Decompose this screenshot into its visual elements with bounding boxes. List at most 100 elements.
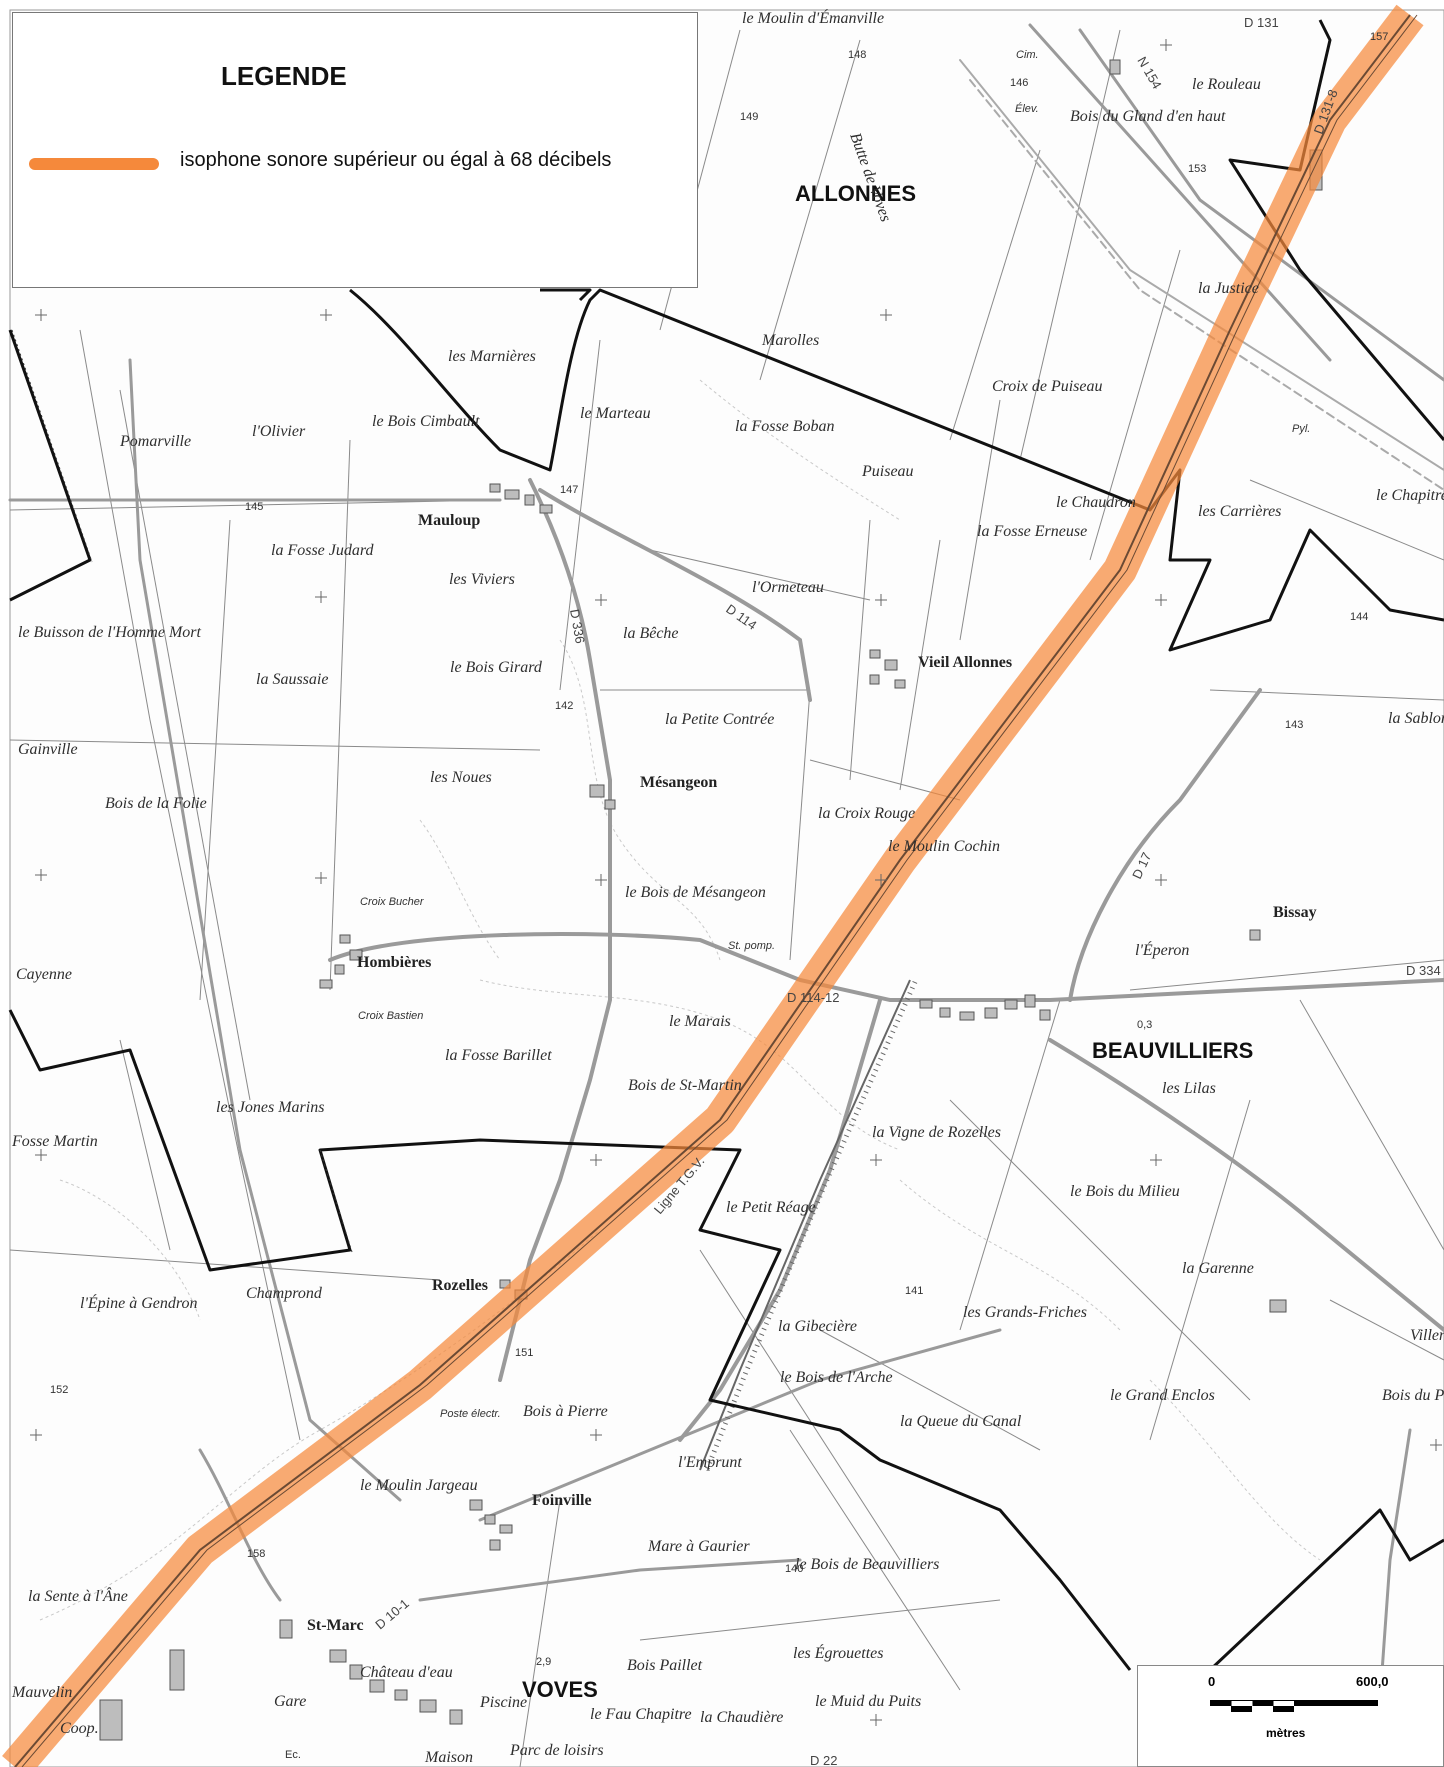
roads (8, 23, 1444, 1702)
svg-text:Cayenne: Cayenne (16, 966, 72, 983)
svg-text:147: 147 (560, 484, 578, 496)
village-vieil-allonnes: Vieil Allonnes (918, 654, 1012, 671)
svg-text:Mauvelin: Mauvelin (11, 1684, 72, 1701)
svg-text:le Buisson de l'Homme Mort: le Buisson de l'Homme Mort (18, 624, 202, 641)
legend-title: LEGENDE (221, 61, 347, 91)
svg-text:142: 142 (555, 700, 573, 712)
svg-text:Bois de la Folie: Bois de la Folie (105, 795, 207, 812)
svg-text:148: 148 (848, 49, 866, 61)
svg-text:Coop.: Coop. (60, 1720, 99, 1737)
svg-text:les Grands-Friches: les Grands-Friches (963, 1304, 1087, 1321)
svg-text:la Fosse Barillet: la Fosse Barillet (445, 1047, 552, 1064)
grid-crosses (30, 39, 1442, 1726)
svg-text:Élev.: Élev. (1015, 102, 1039, 115)
svg-text:Marolles: Marolles (761, 332, 819, 349)
svg-text:le Grand Enclos: le Grand Enclos (1110, 1387, 1215, 1404)
svg-text:Croix Bucher: Croix Bucher (360, 896, 425, 908)
svg-text:le Moulin Cochin: le Moulin Cochin (888, 838, 1000, 855)
svg-text:les Lilas: les Lilas (1162, 1080, 1216, 1097)
svg-text:D 114-12: D 114-12 (787, 990, 840, 1005)
svg-text:le Fau Chapitre: le Fau Chapitre (590, 1706, 692, 1723)
svg-text:les Égrouettes: les Égrouettes (793, 1643, 884, 1662)
scale-end: 600,0 (1356, 1674, 1389, 1689)
svg-text:la Chaudière: la Chaudière (700, 1709, 783, 1726)
svg-text:157: 157 (1370, 31, 1388, 43)
svg-text:l'Éperon: l'Éperon (1135, 940, 1189, 959)
village-foinville: Foinville (532, 1492, 592, 1509)
svg-text:le Bois de l'Arche: le Bois de l'Arche (780, 1369, 893, 1386)
svg-text:140: 140 (785, 1563, 803, 1575)
svg-text:Puiseau: Puiseau (861, 463, 914, 480)
svg-text:le Bois du Milieu: le Bois du Milieu (1070, 1183, 1180, 1200)
svg-text:la Sablonnière: la Sablonnière (1388, 710, 1444, 727)
place-names: le Moulin d'Émanville le Rouleau Bois du… (11, 8, 1444, 1766)
legend-swatch-isophone (29, 158, 159, 170)
svg-text:le Petit Réage: le Petit Réage (726, 1199, 816, 1216)
village-st-marc: St-Marc (307, 1617, 364, 1634)
map-frame (9, 9, 1444, 1767)
svg-text:141: 141 (905, 1285, 923, 1297)
svg-text:Cim.: Cim. (1016, 49, 1039, 61)
svg-text:Ec.: Ec. (285, 1749, 301, 1761)
svg-text:Mare à Gaurier: Mare à Gaurier (647, 1538, 750, 1555)
boundary-dotted (11, 329, 353, 1253)
svg-text:D 131: D 131 (1244, 15, 1279, 30)
svg-text:le Bois de Beauvilliers: le Bois de Beauvilliers (795, 1556, 939, 1573)
scale-unit: mètres (1266, 1726, 1306, 1740)
svg-text:les Viviers: les Viviers (449, 571, 515, 588)
svg-text:le Marais: le Marais (669, 1013, 731, 1030)
svg-text:143: 143 (1285, 719, 1303, 731)
svg-text:149: 149 (740, 111, 758, 123)
svg-text:le Chaudron: le Chaudron (1056, 494, 1136, 511)
svg-text:la Petite Contrée: la Petite Contrée (665, 711, 774, 728)
svg-text:les Carrières: les Carrières (1198, 503, 1281, 520)
svg-text:l'Olivier: l'Olivier (252, 423, 306, 440)
svg-text:les Jones Marins: les Jones Marins (216, 1099, 324, 1116)
svg-text:Gare: Gare (274, 1693, 306, 1710)
legend-item-label: isophone sonore supérieur ou égal à 68 d… (180, 149, 612, 171)
svg-text:St. pomp.: St. pomp. (728, 940, 775, 952)
svg-text:la Bêche: la Bêche (623, 625, 679, 642)
scale-start: 0 (1208, 1674, 1216, 1689)
svg-text:Bois du Gland d'en haut: Bois du Gland d'en haut (1070, 108, 1226, 125)
svg-text:l'Ormeteau: l'Ormeteau (752, 579, 824, 596)
svg-text:Parc de loisirs: Parc de loisirs (509, 1742, 604, 1759)
village-bissay: Bissay (1273, 904, 1317, 921)
svg-text:la Sente à l'Âne: la Sente à l'Âne (28, 1586, 128, 1605)
village-rozelles: Rozelles (432, 1277, 488, 1294)
svg-text:Poste électr.: Poste électr. (440, 1408, 501, 1420)
svg-text:Croix Bastien: Croix Bastien (358, 1010, 423, 1022)
svg-text:D 336: D 336 (567, 608, 588, 645)
svg-text:le Marteau: le Marteau (580, 405, 651, 422)
svg-text:les Marnières: les Marnières (448, 348, 536, 365)
scale-bar-graphic-lower (1210, 1706, 1378, 1712)
town-beauvilliers: BEAUVILLIERS (1092, 1038, 1253, 1063)
village-hombieres: Hombières (357, 954, 431, 971)
svg-text:la Fosse Boban: la Fosse Boban (735, 418, 835, 435)
village-mesangeon: Mésangeon (640, 774, 717, 791)
svg-text:D 22: D 22 (810, 1753, 837, 1767)
svg-text:le Moulin Jargeau: le Moulin Jargeau (360, 1477, 478, 1494)
svg-text:le Chapitre: le Chapitre (1376, 487, 1444, 504)
svg-text:Villeneuve la Vigne: Villeneuve la Vigne (1410, 1327, 1444, 1344)
svg-text:Pomarville: Pomarville (119, 433, 191, 450)
svg-text:le Rouleau: le Rouleau (1192, 76, 1261, 93)
svg-text:146: 146 (1010, 77, 1028, 89)
scale-bar: 0 600,0 mètres (1137, 1665, 1444, 1767)
svg-text:la Justice: la Justice (1198, 280, 1259, 297)
town-allonnes: ALLONNES (795, 181, 916, 206)
svg-text:le Moulin d'Émanville: le Moulin d'Émanville (742, 8, 884, 27)
svg-text:Bois du Pré: Bois du Pré (1382, 1387, 1444, 1404)
svg-text:le Bois de Mésangeon: le Bois de Mésangeon (625, 884, 766, 901)
marker-voves: 2,9 (536, 1656, 551, 1668)
svg-text:la Garenne: la Garenne (1182, 1260, 1254, 1277)
svg-text:Château d'eau: Château d'eau (360, 1664, 453, 1681)
svg-text:145: 145 (245, 501, 263, 513)
svg-text:la Gibecière: la Gibecière (778, 1318, 857, 1335)
svg-text:Croix de Puiseau: Croix de Puiseau (992, 378, 1103, 395)
svg-text:la Vigne de Rozelles: la Vigne de Rozelles (872, 1124, 1001, 1141)
tgv-line-2 (21, 14, 1418, 1767)
svg-text:les Noues: les Noues (430, 769, 492, 786)
village-mauloup: Mauloup (418, 512, 480, 529)
